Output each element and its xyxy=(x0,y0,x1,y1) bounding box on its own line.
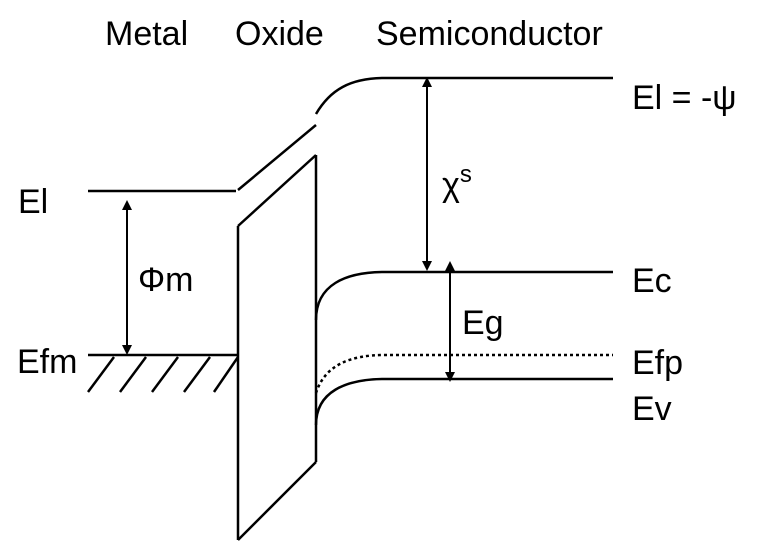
electron-affinity-label: χs xyxy=(442,161,472,204)
semiconductor-fermi-level-label: Efp xyxy=(632,344,684,382)
valence-band-label: Ev xyxy=(632,390,672,428)
semiconductor-header: Semiconductor xyxy=(376,15,603,53)
chi-subscript: s xyxy=(459,161,472,188)
oxide-header: Oxide xyxy=(235,15,324,53)
band-gap-label: Eg xyxy=(462,304,504,342)
conduction-band-curve xyxy=(314,270,613,321)
chi-symbol: χ xyxy=(442,166,460,204)
metal-header: Metal xyxy=(105,15,189,53)
semiconductor-fermi-level-line xyxy=(314,353,613,394)
metal-vacuum-level-label: El xyxy=(18,183,49,221)
semiconductor-vacuum-level-curve xyxy=(314,76,613,115)
oxide-vacuum-slope-line xyxy=(237,124,317,191)
metal-fermi-level-label: Efm xyxy=(17,343,78,381)
conduction-band-label: Ec xyxy=(632,262,672,300)
semiconductor-vacuum-level-label: El = -ψ xyxy=(632,79,737,117)
work-function-label: Φm xyxy=(138,261,194,299)
valence-band-curve xyxy=(314,377,613,426)
metal-hatching xyxy=(86,356,240,393)
oxide-barrier xyxy=(236,154,318,541)
